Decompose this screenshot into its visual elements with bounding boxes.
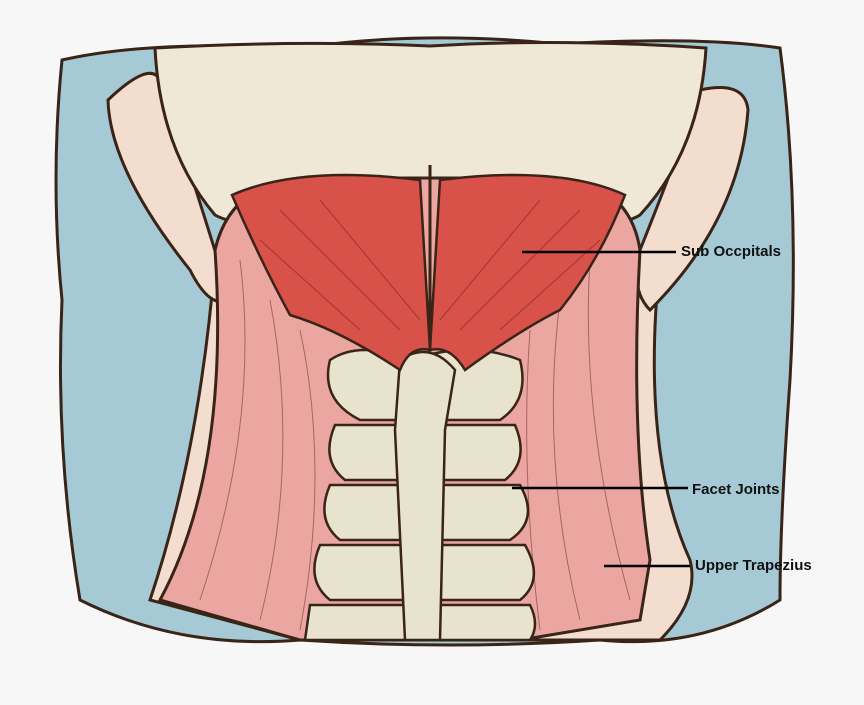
- cervical-spine: [303, 348, 537, 642]
- suboccipital-muscles: [230, 173, 627, 372]
- facet-joints-label: Facet Joints: [692, 481, 780, 498]
- upper-trapezius-label: Upper Trapezius: [695, 557, 812, 574]
- sub-occipitals-label: Sub Occpitals: [681, 243, 782, 260]
